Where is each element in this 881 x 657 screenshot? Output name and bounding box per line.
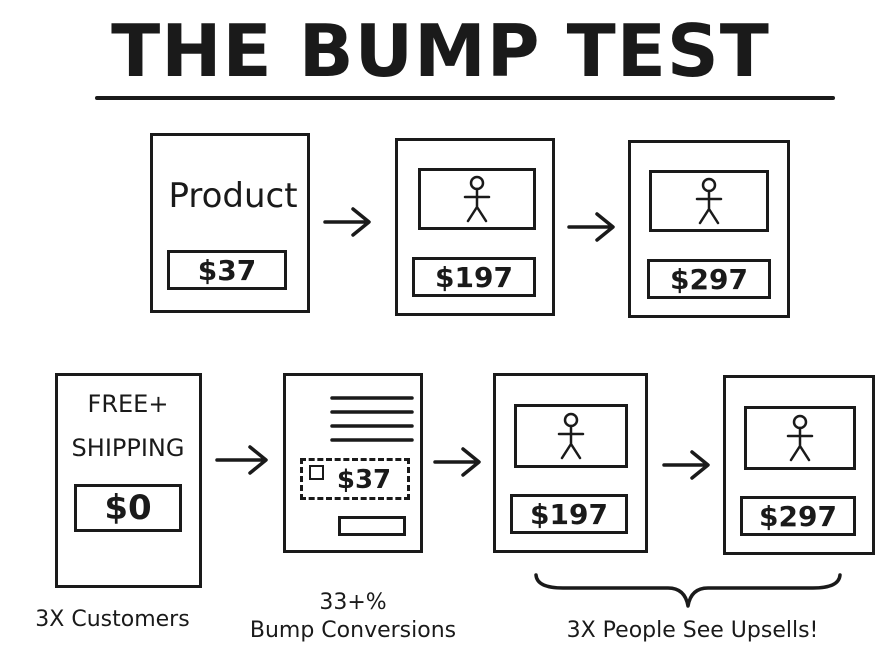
upsell-price-197-row2: $197 (510, 494, 628, 534)
upsell-card-297-row2: $297 (723, 375, 875, 555)
right-arrow-icon (662, 450, 710, 480)
bump-offer-box: $37 (300, 458, 410, 500)
product-card: Product $37 (150, 133, 310, 313)
free-label: FREE+ (87, 390, 169, 418)
bump-price: $37 (336, 465, 392, 495)
stick-figure-icon (463, 175, 491, 223)
product-label: Product (168, 176, 298, 216)
bump-rate-caption: 33+% (319, 590, 387, 615)
upsell-image-frame (744, 406, 856, 470)
text-lines-icon (330, 396, 414, 442)
right-arrow-icon (567, 212, 615, 242)
right-arrow-icon (323, 207, 371, 237)
title-underline (95, 96, 835, 100)
upsell-card-197-row2: $197 (493, 373, 648, 553)
free-shipping-card: FREE+ SHIPPING $0 (55, 373, 202, 588)
upsell-card-297: $297 (628, 140, 790, 318)
upsells-caption: 3X People See Upsells! (566, 618, 819, 643)
stick-figure-icon (695, 177, 723, 225)
stick-figure-icon (786, 414, 814, 462)
right-arrow-icon (215, 445, 268, 475)
stick-figure-icon (557, 412, 585, 460)
upsell-image-frame (514, 404, 628, 468)
page-title: THE BUMP TEST (111, 9, 770, 93)
upsell-card-197: $197 (395, 138, 555, 316)
submit-button-shape (338, 516, 406, 536)
upsell-image-frame (649, 170, 769, 232)
product-price: $37 (167, 250, 287, 290)
bump-label-caption: Bump Conversions (249, 618, 457, 643)
free-price: $0 (74, 484, 182, 532)
curly-brace-icon (534, 573, 842, 608)
upsell-price-197: $197 (412, 257, 536, 297)
order-bump-card: $37 (283, 373, 423, 553)
shipping-label: SHIPPING (71, 434, 185, 462)
upsell-image-frame (418, 168, 536, 230)
upsell-price-297: $297 (647, 259, 771, 299)
customers-caption: 3X Customers (35, 607, 190, 632)
checkbox-icon (309, 465, 324, 480)
upsell-price-297-row2: $297 (740, 496, 856, 536)
right-arrow-icon (433, 447, 481, 477)
